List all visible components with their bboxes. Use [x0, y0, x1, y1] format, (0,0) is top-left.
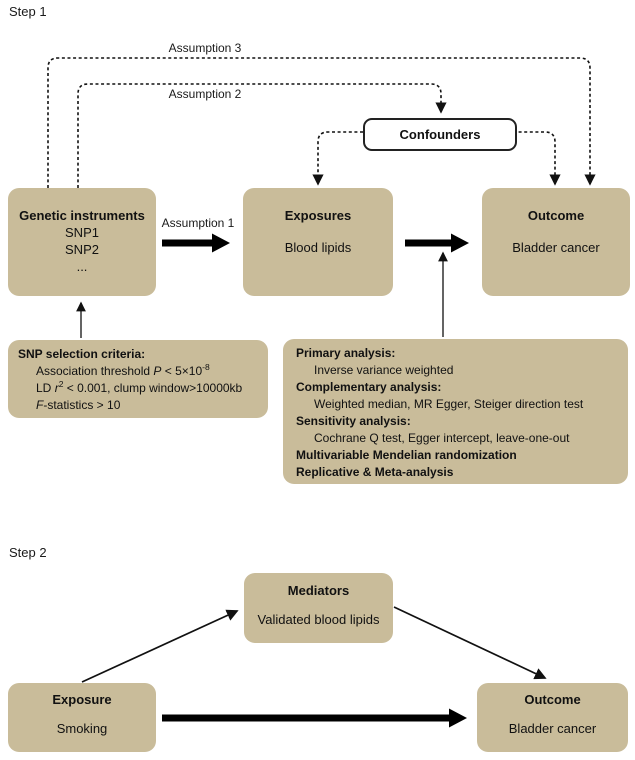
- assumption3-dashed-arrow: [47, 57, 596, 188]
- outcome-box-step1: Outcome Bladder cancer: [482, 188, 630, 296]
- mediators-title: Mediators: [287, 583, 350, 598]
- replicative-meta-line: Replicative & Meta-analysis: [296, 465, 454, 479]
- fstat-rest: -statistics > 10: [43, 398, 121, 412]
- mediators-to-outcome-arrow: [393, 606, 547, 680]
- exposure-subtitle: Smoking: [56, 721, 108, 736]
- snp-criteria-ld-line: LD r2 < 0.001, clump window>10000kb: [18, 380, 262, 397]
- sensitivity-analysis-item: Cochrane Q test, Egger intercept, leave-…: [314, 431, 570, 445]
- analysis-methods-box: Primary analysis: Inverse variance weigh…: [283, 339, 628, 484]
- confounders-to-exposures-dashed-arrow: [312, 131, 363, 186]
- multivariable-mr-line: Multivariable Mendelian randomization: [296, 448, 517, 462]
- snp-list-item: SNP1: [65, 225, 99, 240]
- fstat-f-italic: F: [36, 398, 44, 412]
- assumption1-thick-arrow: [162, 233, 230, 253]
- assumption2-label: Assumption 2: [168, 87, 242, 101]
- step1-label: Step 1: [9, 4, 47, 19]
- exposures-subtitle: Blood lipids: [284, 240, 352, 255]
- exposures-box: Exposures Blood lipids: [243, 188, 393, 296]
- snp-list-item: ...: [76, 259, 88, 274]
- assumption2-dashed-arrow: [77, 83, 447, 188]
- exposure-title: Exposure: [52, 692, 112, 707]
- assumption1-label: Assumption 1: [161, 216, 235, 230]
- assoc-p-italic: P: [153, 364, 162, 378]
- outcome-title: Outcome: [527, 208, 585, 223]
- complementary-analysis-title: Complementary analysis:: [296, 380, 442, 394]
- exposure-box-step2: Exposure Smoking: [8, 683, 156, 752]
- ld-prefix: LD: [36, 381, 55, 395]
- snp-criteria-association-line: Association threshold P < 5×10-8: [18, 363, 262, 380]
- assumption3-label: Assumption 3: [168, 41, 242, 55]
- confounders-to-outcome-dashed-arrow: [513, 131, 561, 186]
- confounders-box: Confounders: [363, 118, 517, 151]
- exposures-title: Exposures: [284, 208, 352, 223]
- ld-r-italic: r: [54, 381, 59, 395]
- outcome2-subtitle: Bladder cancer: [508, 721, 597, 736]
- snp-selection-criteria-box: SNP selection criteria: Association thre…: [8, 340, 268, 418]
- primary-analysis-item: Inverse variance weighted: [314, 363, 454, 377]
- mediators-box: Mediators Validated blood lipids: [244, 573, 393, 643]
- complementary-analysis-item: Weighted median, MR Egger, Steiger direc…: [314, 397, 584, 411]
- assoc-prefix: Association threshold: [36, 364, 154, 378]
- snp-list-item: SNP2: [65, 242, 99, 257]
- sensitivity-analysis-title: Sensitivity analysis:: [296, 414, 411, 428]
- mediators-subtitle: Validated blood lipids: [257, 612, 380, 627]
- outcome2-title: Outcome: [524, 692, 581, 707]
- confounders-box-label: Confounders: [399, 127, 481, 142]
- assoc-mid: < 5×10: [161, 364, 203, 378]
- genetic-instruments-box: Genetic instruments SNP1 SNP2 ...: [8, 188, 156, 296]
- snp-criteria-title: SNP selection criteria:: [18, 347, 146, 361]
- snp-criteria-fstat-line: F-statistics > 10: [18, 397, 262, 414]
- genetic-instruments-title: Genetic instruments: [19, 208, 145, 223]
- step2-label: Step 2: [9, 545, 47, 560]
- outcome-box-step2: Outcome Bladder cancer: [477, 683, 628, 752]
- ld-rest: < 0.001, clump window>10000kb: [63, 381, 243, 395]
- assoc-superscript: -8: [202, 362, 210, 372]
- exposure-to-mediators-arrow: [81, 609, 239, 683]
- ld-superscript: 2: [58, 379, 64, 389]
- outcome-subtitle: Bladder cancer: [512, 240, 600, 255]
- exposures-to-outcome-thick-arrow: [405, 233, 469, 253]
- exposure-to-outcome-thick-arrow: [162, 708, 467, 728]
- primary-analysis-title: Primary analysis:: [296, 346, 396, 360]
